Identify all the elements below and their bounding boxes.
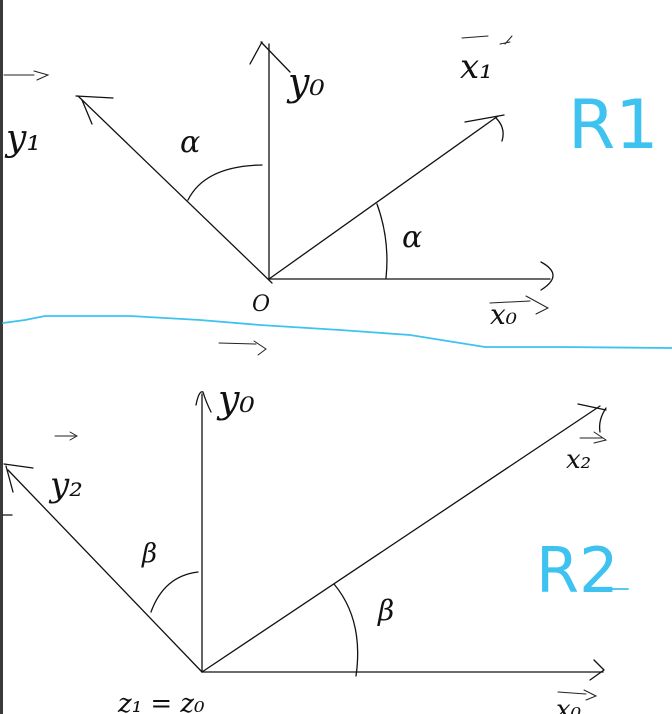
r2-label-x0: x₀ — [556, 695, 582, 714]
frame-r2: y₀ y₂ β β x₂ z₁ = z₀ x₀ R2 — [2, 340, 629, 714]
r1-label-y1: y₁ — [4, 118, 41, 159]
r1-label-angle-upper: α — [180, 125, 200, 160]
r2-x2-axis — [201, 405, 601, 673]
r1-x1-arrowhead-icon — [464, 114, 505, 142]
r1-angle-arc-y — [187, 164, 263, 201]
r1-label-x1: x₁ — [460, 47, 493, 87]
r1-y1-axis — [77, 95, 273, 284]
window-left-border — [0, 0, 3, 714]
r2-y2-axis — [7, 469, 203, 673]
r1-x1-vector-arrow-icon — [461, 35, 513, 45]
r2-y0-vector-arrow-icon — [218, 340, 267, 356]
r1-label-y0: y₀ — [286, 60, 325, 104]
r2-x2-vector-arrow-icon — [579, 431, 608, 444]
r2-frame-name: R2 — [536, 534, 619, 607]
r1-x0-arrowhead-icon — [540, 261, 554, 291]
r1-x1-axis — [268, 115, 499, 280]
r1-x0-vector-arrow-icon — [489, 295, 550, 315]
r1-frame-name: R1 — [568, 86, 659, 165]
frame-separator-line — [2, 315, 672, 349]
r2-label-y2: y₂ — [48, 465, 83, 505]
r1-y1-vector-arrow-icon — [3, 70, 50, 81]
r2-label-x2: x₂ — [566, 445, 591, 475]
r2-angle-arc-y — [150, 571, 199, 613]
r1-angle-arc-x — [376, 203, 388, 279]
r2-y2-arrowhead-icon — [3, 463, 34, 493]
r1-label-angle-lower: α — [402, 220, 422, 255]
r2-label-angle-lower: β — [377, 594, 394, 627]
r2-y2-vector-arrow-icon — [54, 431, 79, 441]
r2-label-origin: z₁ = z₀ — [117, 689, 205, 714]
r1-label-x0: x₀ — [490, 298, 517, 331]
r2-y0-arrowhead-icon — [195, 391, 212, 413]
r1-label-origin: O — [252, 292, 270, 317]
r2-label-y0: y₀ — [216, 377, 255, 421]
r1-y1-arrowhead-icon — [75, 95, 114, 125]
r2-x0-arrowhead-icon — [589, 659, 605, 681]
r2-angle-arc-x — [333, 583, 359, 677]
frame-r1: y₀ x₁ y₁ α α O x₀ R1 — [3, 35, 659, 331]
r2-label-angle-upper: β — [141, 539, 157, 569]
r2-x2-arrowhead-icon — [577, 403, 607, 433]
r1-y0-arrowhead-icon — [249, 41, 291, 73]
r2-x0-vector-arrow-icon — [557, 689, 598, 701]
